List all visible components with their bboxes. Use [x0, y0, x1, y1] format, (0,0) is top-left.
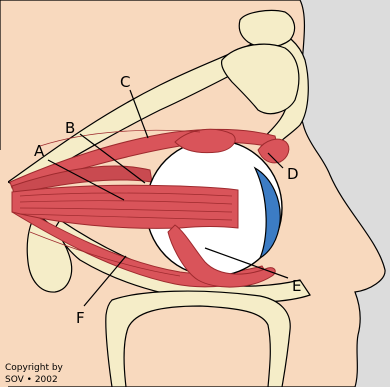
label-c: C: [120, 73, 130, 91]
frame-left: [0, 150, 8, 387]
sinus-upper: [239, 10, 294, 47]
copyright-line-1: Copyright by: [5, 363, 64, 373]
copyright-line-2: SOV • 2002: [5, 375, 58, 385]
label-f: F: [76, 309, 85, 327]
label-e: E: [292, 277, 301, 295]
label-a: A: [34, 142, 45, 160]
label-d: D: [287, 165, 299, 183]
label-b: B: [65, 119, 75, 137]
